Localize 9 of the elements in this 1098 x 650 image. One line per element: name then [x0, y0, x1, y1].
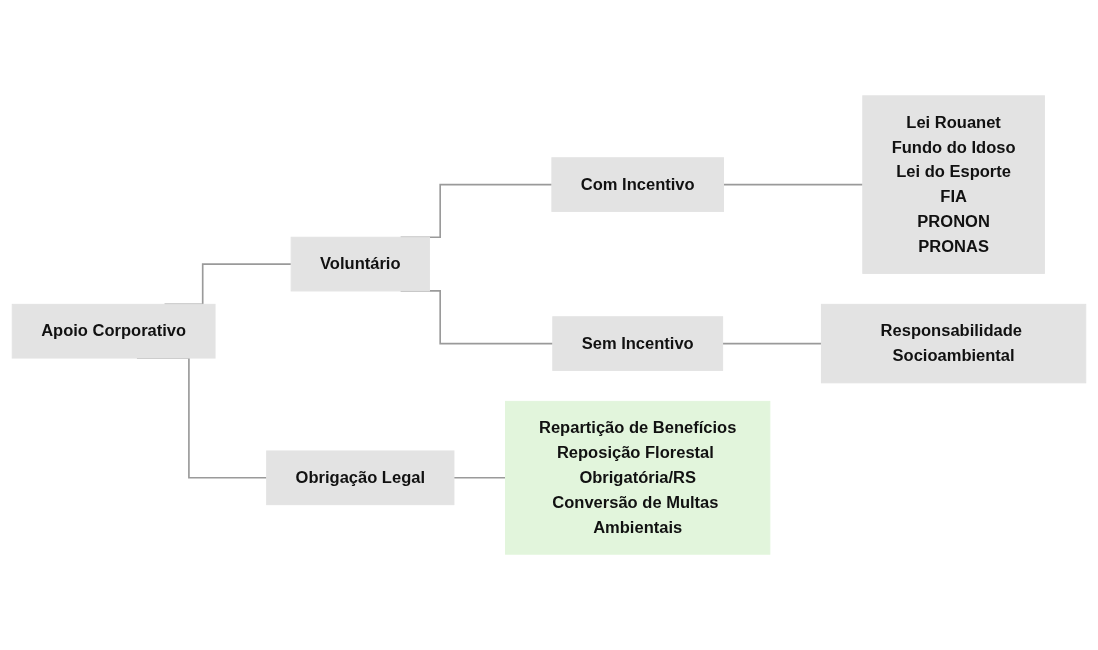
node-box	[551, 157, 724, 212]
node-box	[11, 303, 216, 359]
node-box	[862, 95, 1045, 274]
tree-diagram: Apoio Corporativo Voluntário Com Incentivo Lei Rouanet Fundo do Idoso Lei do Esporte FIA PRONON PRONAS Sem Incentivo Responsabilidade Socioambiental Obrigação Legal Repartição de Benefícios Reposição Florestal Obrigatória/RS Conversão de Multas Ambientais	[4, 5, 1094, 645]
node-box	[820, 303, 1087, 384]
node-box	[552, 316, 724, 371]
node-box	[266, 450, 455, 506]
node-box	[505, 400, 771, 555]
node-box	[290, 236, 430, 292]
